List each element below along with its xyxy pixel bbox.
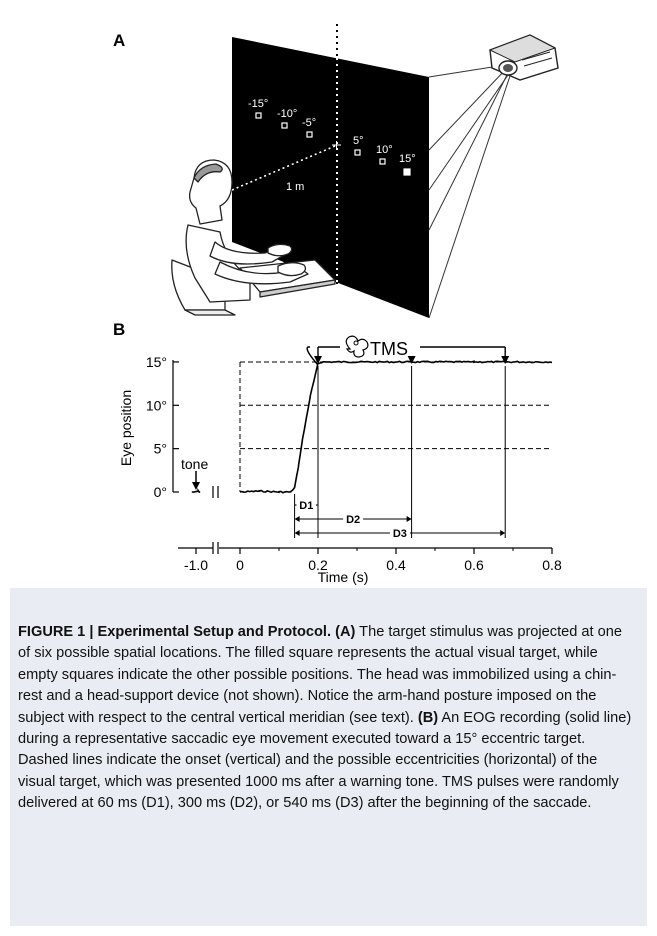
tone-arrow (192, 471, 200, 490)
target-square-5 (354, 149, 361, 156)
delay-label: D3 (393, 528, 407, 540)
tone-arrow-head (192, 482, 200, 490)
distance-label: 1 m (286, 181, 304, 193)
y-axis-label: Eye position (118, 390, 134, 466)
tms-connector (306, 346, 319, 366)
x-tick-label: 0 (236, 557, 244, 573)
tone-label: tone (181, 456, 208, 472)
target-label: 5° (353, 135, 364, 147)
target-square-10 (379, 158, 386, 165)
tms-label: TMS (370, 339, 408, 359)
figure-frame: A (10, 10, 647, 926)
panel-a-label: A (113, 31, 125, 50)
target-squares (255, 112, 411, 176)
delay-arrow-head (406, 516, 412, 522)
hair (193, 163, 223, 183)
caption-tag-b: (B) (417, 709, 439, 726)
target-label: -5° (302, 117, 316, 129)
caption-text-b: An EOG recording (solid line) during a r… (18, 709, 632, 812)
y-tick-label: 5° (154, 441, 167, 457)
gaze-line-outside (219, 145, 336, 196)
y-tick-label: 15° (146, 354, 167, 370)
delay-arrow-head (500, 530, 506, 536)
delay-label: D1 (299, 500, 313, 512)
tms-arrow-head (407, 356, 416, 364)
hand-right (277, 262, 307, 277)
hand-meridian-line (279, 219, 337, 267)
hand-left (267, 243, 293, 257)
eog-chart: 15° 10° 5° 0° Eye position tone TMS (118, 335, 562, 585)
x-axis-label: Time (s) (318, 569, 369, 585)
target-square-neg15 (255, 112, 262, 119)
x-tick-label: 0.8 (542, 557, 562, 573)
target-label: 10° (376, 144, 393, 156)
tms-coil-icon (345, 335, 369, 358)
delay-label-bg (296, 499, 317, 511)
caption-text-a: The target stimulus was projected at one… (18, 624, 622, 726)
figure-panel: A (10, 10, 647, 588)
gaze-line (231, 145, 336, 191)
figure-svg: A (113, 24, 562, 585)
target-label: 15° (399, 153, 416, 165)
figure-caption: FIGURE 1 | Experimental Setup and Protoc… (18, 622, 632, 815)
caption-lead: FIGURE 1 | Experimental Setup and Protoc… (18, 624, 332, 640)
caption-tag-a: (A) (335, 624, 356, 640)
x-axis: -1.0 0 0.2 0.4 0.6 0.8 (178, 542, 562, 573)
eog-trace (191, 360, 553, 494)
x-tick-label: 0.2 (308, 557, 328, 573)
delay-label: D2 (346, 514, 360, 526)
x-tick-label: -1.0 (184, 557, 208, 573)
delay-label-bg (389, 527, 410, 539)
trace-axis-break (212, 486, 219, 498)
target-square-neg10 (281, 122, 288, 129)
y-tick-label: 10° (146, 397, 167, 413)
delay-arrow-head (294, 530, 300, 536)
x-tick-label: 0.6 (464, 557, 484, 573)
target-square-15-filled (403, 168, 411, 176)
fixation-cross (332, 141, 341, 149)
tms-arrow-head (501, 356, 510, 364)
target-label: -10° (277, 108, 297, 120)
torso (185, 224, 251, 303)
upper-arm (209, 241, 287, 265)
y-ticks: 15° 10° 5° 0° (146, 354, 179, 500)
target-label: -15° (248, 98, 268, 110)
panel-b-label: B (113, 320, 125, 339)
x-tick-label: 0.4 (386, 557, 406, 573)
delay-label-bg (343, 513, 364, 525)
tms-arrow-head (314, 356, 322, 364)
projector-beams (428, 64, 512, 319)
target-square-neg5 (306, 131, 313, 138)
forearm (214, 261, 309, 285)
tms-group (306, 346, 510, 538)
y-tick-label: 0° (154, 484, 167, 500)
subject-figure (171, 159, 336, 316)
projector-icon (488, 34, 559, 81)
delay-arrow-head (294, 516, 300, 522)
